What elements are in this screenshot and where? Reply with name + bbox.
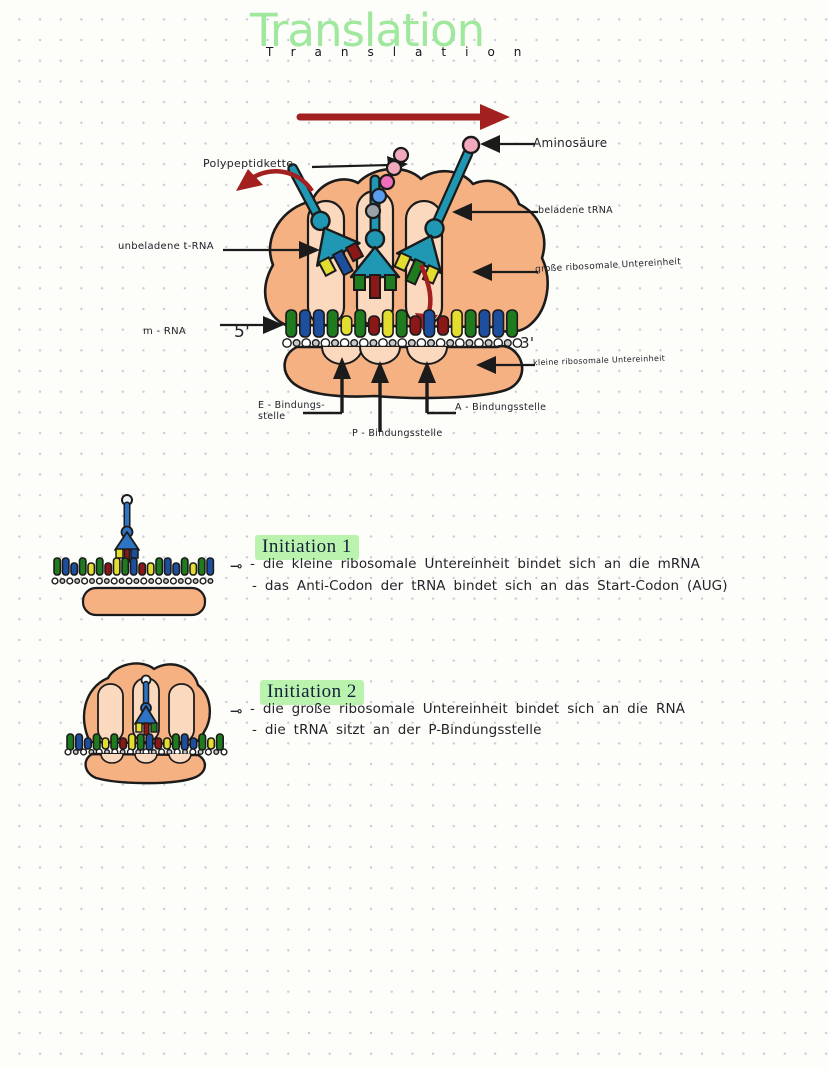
label-five-prime: 5' bbox=[234, 322, 251, 342]
polypeptide-chain bbox=[364, 146, 410, 220]
label-unbeladene-trna: unbeladene t-RNA bbox=[118, 241, 214, 252]
ribosome-diagram-svg bbox=[220, 104, 549, 432]
mini2-site-notches bbox=[100, 753, 192, 764]
initiation1-diagram bbox=[51, 494, 215, 617]
amino-acid-circle bbox=[461, 135, 481, 155]
section1-bullet-2: - das Anti-Codon der tRNA bindet sich an… bbox=[252, 578, 728, 594]
page-title: Translation bbox=[250, 4, 485, 57]
section1-bullet-1: - die kleine ribosomale Untereinheit bin… bbox=[250, 556, 700, 572]
mini1-trna bbox=[114, 494, 140, 563]
mini2-trna bbox=[134, 674, 158, 736]
section1-arrow-icon: ⊸ bbox=[230, 557, 243, 575]
label-three-prime: 3' bbox=[520, 334, 535, 352]
label-mrna: m - RNA bbox=[143, 326, 187, 337]
section1-heading: Initiation 1 bbox=[255, 535, 359, 560]
label-p-site: P - Bindungsstelle bbox=[352, 428, 443, 439]
mrna-strand bbox=[285, 309, 519, 338]
label-beladene-trna: beladene tRNA bbox=[538, 205, 613, 216]
section2-heading: Initiation 2 bbox=[260, 680, 364, 705]
site-arrows bbox=[303, 357, 456, 432]
unbeladene-trna-shape bbox=[287, 163, 365, 278]
mini1-backbone bbox=[51, 577, 214, 585]
section2-bullet-1: - die große ribosomale Untereinheit bind… bbox=[250, 701, 685, 717]
trna-release-arrow-icon bbox=[236, 169, 314, 193]
section2-bullet-2: - die tRNA sitzt an der P-Bindungsstelle bbox=[252, 722, 542, 738]
label-pointer-arrows bbox=[220, 135, 538, 374]
beladene-trna-shape bbox=[393, 147, 474, 286]
mini1-mrna bbox=[53, 557, 215, 576]
section2-arrow-icon: ⊸ bbox=[230, 702, 243, 720]
site-notches bbox=[321, 346, 448, 365]
label-aminosaeure: Aminosäure bbox=[533, 136, 608, 150]
page-title-overlay: Translation bbox=[266, 45, 541, 59]
label-e-site-line2: stelle bbox=[258, 410, 286, 422]
label-a-site: A - Bindungsstelle bbox=[455, 402, 547, 413]
mini1-small-subunit bbox=[81, 586, 207, 617]
mini2-mrna bbox=[66, 733, 225, 751]
small-subunit bbox=[283, 344, 524, 400]
initiation2-diagram bbox=[64, 662, 228, 785]
label-e-site-line1: E - Bindungs- bbox=[258, 400, 326, 411]
label-polypeptidkette: Polypeptidkette bbox=[203, 157, 294, 170]
label-e-site: E - Bindungs- stelle bbox=[258, 400, 326, 423]
direction-arrow-icon bbox=[296, 104, 510, 130]
